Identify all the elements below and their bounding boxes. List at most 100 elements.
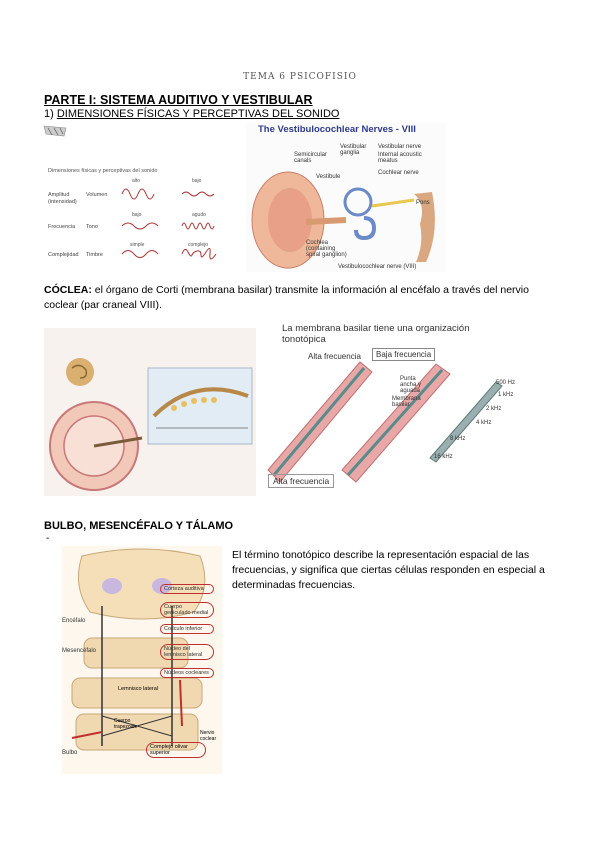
svg-text:Vestibular nerve: Vestibular nerve (378, 144, 422, 150)
medulla (75, 713, 199, 751)
svg-text:1 kHz: 1 kHz (498, 392, 513, 398)
region-bulbo: Bulbo (62, 750, 78, 756)
section-title-bulbo: BULBO, MESENCÉFALO Y TÁLAMO (44, 520, 234, 532)
page-header: TEMA 6 PSICOFISIO (243, 72, 357, 82)
membrane-label-tip: Punta (400, 376, 416, 382)
section-heading: DIMENSIONES FÍSICAS Y PERCEPTIVAS DEL SO… (56, 108, 340, 120)
figure-vestibulocochlear: The Vestibulocochlear Nerves - VIII Pons… (246, 122, 446, 272)
dims-perceptual-1: Tono (86, 224, 98, 230)
dims-right-1: agudo (192, 212, 206, 218)
label-lateral-lemniscus-nucleus: Núcleo del lemnisco lateral (160, 644, 214, 660)
svg-text:Vestibule: Vestibule (316, 174, 341, 180)
svg-text:Semicircular: Semicircular (294, 152, 327, 158)
crossing-fibers (101, 715, 173, 737)
region-encefalo: Encéfalo (62, 618, 86, 624)
membrane-low-label: Baja frecuencia (372, 348, 436, 361)
label-trapezoid-body: Cuerpo trapezoide (114, 718, 138, 730)
cochlea-section-svg (49, 358, 253, 491)
wave-soft (181, 191, 215, 197)
cochlea-text: el órgano de Corti (membrana basilar) tr… (44, 284, 529, 311)
svg-text:2 kHz: 2 kHz (486, 406, 501, 412)
svg-text:ganglia: ganglia (340, 150, 360, 156)
label-auditory-cortex: Corteza auditiva (160, 584, 214, 594)
dims-perceptual-0: Volumen (86, 192, 107, 198)
wave-high (181, 222, 215, 230)
cochlea-term: CÓCLEA: (44, 284, 92, 296)
cochlear-nerve-input (71, 731, 103, 739)
dims-perceptual-2: Timbre (86, 252, 103, 258)
figure-sound-dimensions: Dimensiones físicas y perceptivas del so… (42, 124, 240, 274)
membrane-strip (429, 381, 503, 463)
svg-text:meatus: meatus (378, 158, 398, 164)
dims-right-0: bajo (192, 178, 202, 184)
dims-left-2: simple (130, 242, 145, 248)
svg-text:(intensidad): (intensidad) (48, 199, 77, 205)
dims-right-2: complejo (188, 242, 208, 248)
svg-text:Vestibular: Vestibular (340, 144, 366, 150)
membrane-title: La membrana basilar tiene una organizaci… (282, 323, 470, 345)
svg-text:canals: canals (294, 158, 311, 164)
ear-canal (305, 217, 347, 225)
label-medial-geniculate: Cuerpo geniculado medial (160, 602, 214, 618)
label-superior-olivary: Complejo olivar superior (146, 742, 206, 758)
speaker-icon (43, 125, 67, 137)
section-number: 1) (44, 108, 54, 120)
cochlea-snail (66, 358, 94, 386)
part-title: PARTE I: SISTEMA AUDITIVO Y VESTIBULAR (44, 93, 313, 107)
label-lateral-lemniscus: Lemnisco lateral (118, 686, 159, 692)
svg-text:8 kHz: 8 kHz (450, 436, 465, 442)
cochlea-shape (354, 216, 377, 241)
region-mesencefalo: Mesencéfalo (62, 648, 97, 654)
dims-row-2: Complejidad Timbre simple complejo (48, 242, 217, 260)
section-title-dimensions: 1) DIMENSIONES FÍSICAS Y PERCEPTIVAS DEL… (44, 108, 339, 120)
svg-text:ancha y: ancha y (400, 382, 421, 388)
wave-complex (181, 248, 217, 260)
label-inferior-colliculus: Colículo inferior (160, 624, 214, 634)
svg-text:(containing: (containing (306, 246, 335, 252)
dims-row-0: Amplitud (intensidad) Volumen alto bajo (48, 178, 215, 205)
speaker-icon-lines (47, 127, 64, 136)
label-cochlear-nerve: Nervio coclear (200, 730, 217, 742)
cerebrum (77, 548, 206, 620)
figure-basilar-membrane: La membrana basilar tiene una organizaci… (260, 320, 526, 496)
hair-cells (171, 397, 217, 411)
section-dash: - (46, 533, 50, 544)
semicircular-canals (343, 187, 373, 217)
svg-text:16 kHz: 16 kHz (434, 454, 453, 460)
pons-shape (71, 677, 203, 709)
wave-loud (121, 188, 155, 200)
membrane-bottom-label: Alta frecuencia (268, 474, 335, 488)
ear-illustration: Pons Semicircular canals Vestibular gang… (251, 144, 435, 270)
cochlea-paragraph: CÓCLEA: el órgano de Corti (membrana bas… (44, 283, 564, 313)
dims-physical-1: Frecuencia (48, 224, 76, 230)
tonotopic-paragraph: El término tonotópico describe la repres… (232, 549, 545, 591)
figure-cochlea-section (44, 328, 256, 496)
dims-left-0: alto (132, 178, 140, 184)
svg-text:spiral ganglion): spiral ganglion) (306, 252, 347, 258)
membrane-label-basilar: Membrana (392, 396, 421, 402)
svg-text:500 Hz: 500 Hz (496, 380, 515, 386)
dims-left-1: bajo (132, 212, 142, 218)
wave-simple (121, 250, 159, 258)
auditory-cortex-left (102, 578, 122, 594)
wave-low (121, 222, 159, 230)
dims-caption: Dimensiones físicas y perceptivas del so… (48, 168, 157, 174)
svg-text:Internal acoustic: Internal acoustic (378, 152, 422, 158)
svg-text:aguada: aguada (400, 388, 421, 394)
membrane-high-label: Alta frecuencia (308, 352, 361, 361)
svg-text:Vestibulocochlear nerve (VIII): Vestibulocochlear nerve (VIII) (338, 264, 416, 270)
dims-physical-0: Amplitud (48, 192, 69, 198)
svg-text:basilar: basilar (392, 402, 410, 408)
ear-figure-title: The Vestibulocochlear Nerves - VIII (258, 124, 416, 135)
pons (414, 192, 435, 262)
figure-auditory-pathway: Encéfalo Mesencéfalo Bulbo Corteza audit… (62, 546, 222, 774)
label-pons: Pons (416, 200, 430, 206)
dims-physical-2: Complejidad (48, 252, 79, 258)
svg-text:4 kHz: 4 kHz (476, 420, 491, 426)
label-cochlear-nuclei: Núcleos cocleares (160, 668, 214, 678)
dims-row-1: Frecuencia Tono bajo agudo (48, 212, 215, 230)
ear-concha (268, 188, 312, 252)
cochlear-nerve-fiber (93, 436, 143, 448)
lemniscus-paths (101, 606, 173, 746)
vestibulocochlear-nerve (371, 198, 415, 208)
